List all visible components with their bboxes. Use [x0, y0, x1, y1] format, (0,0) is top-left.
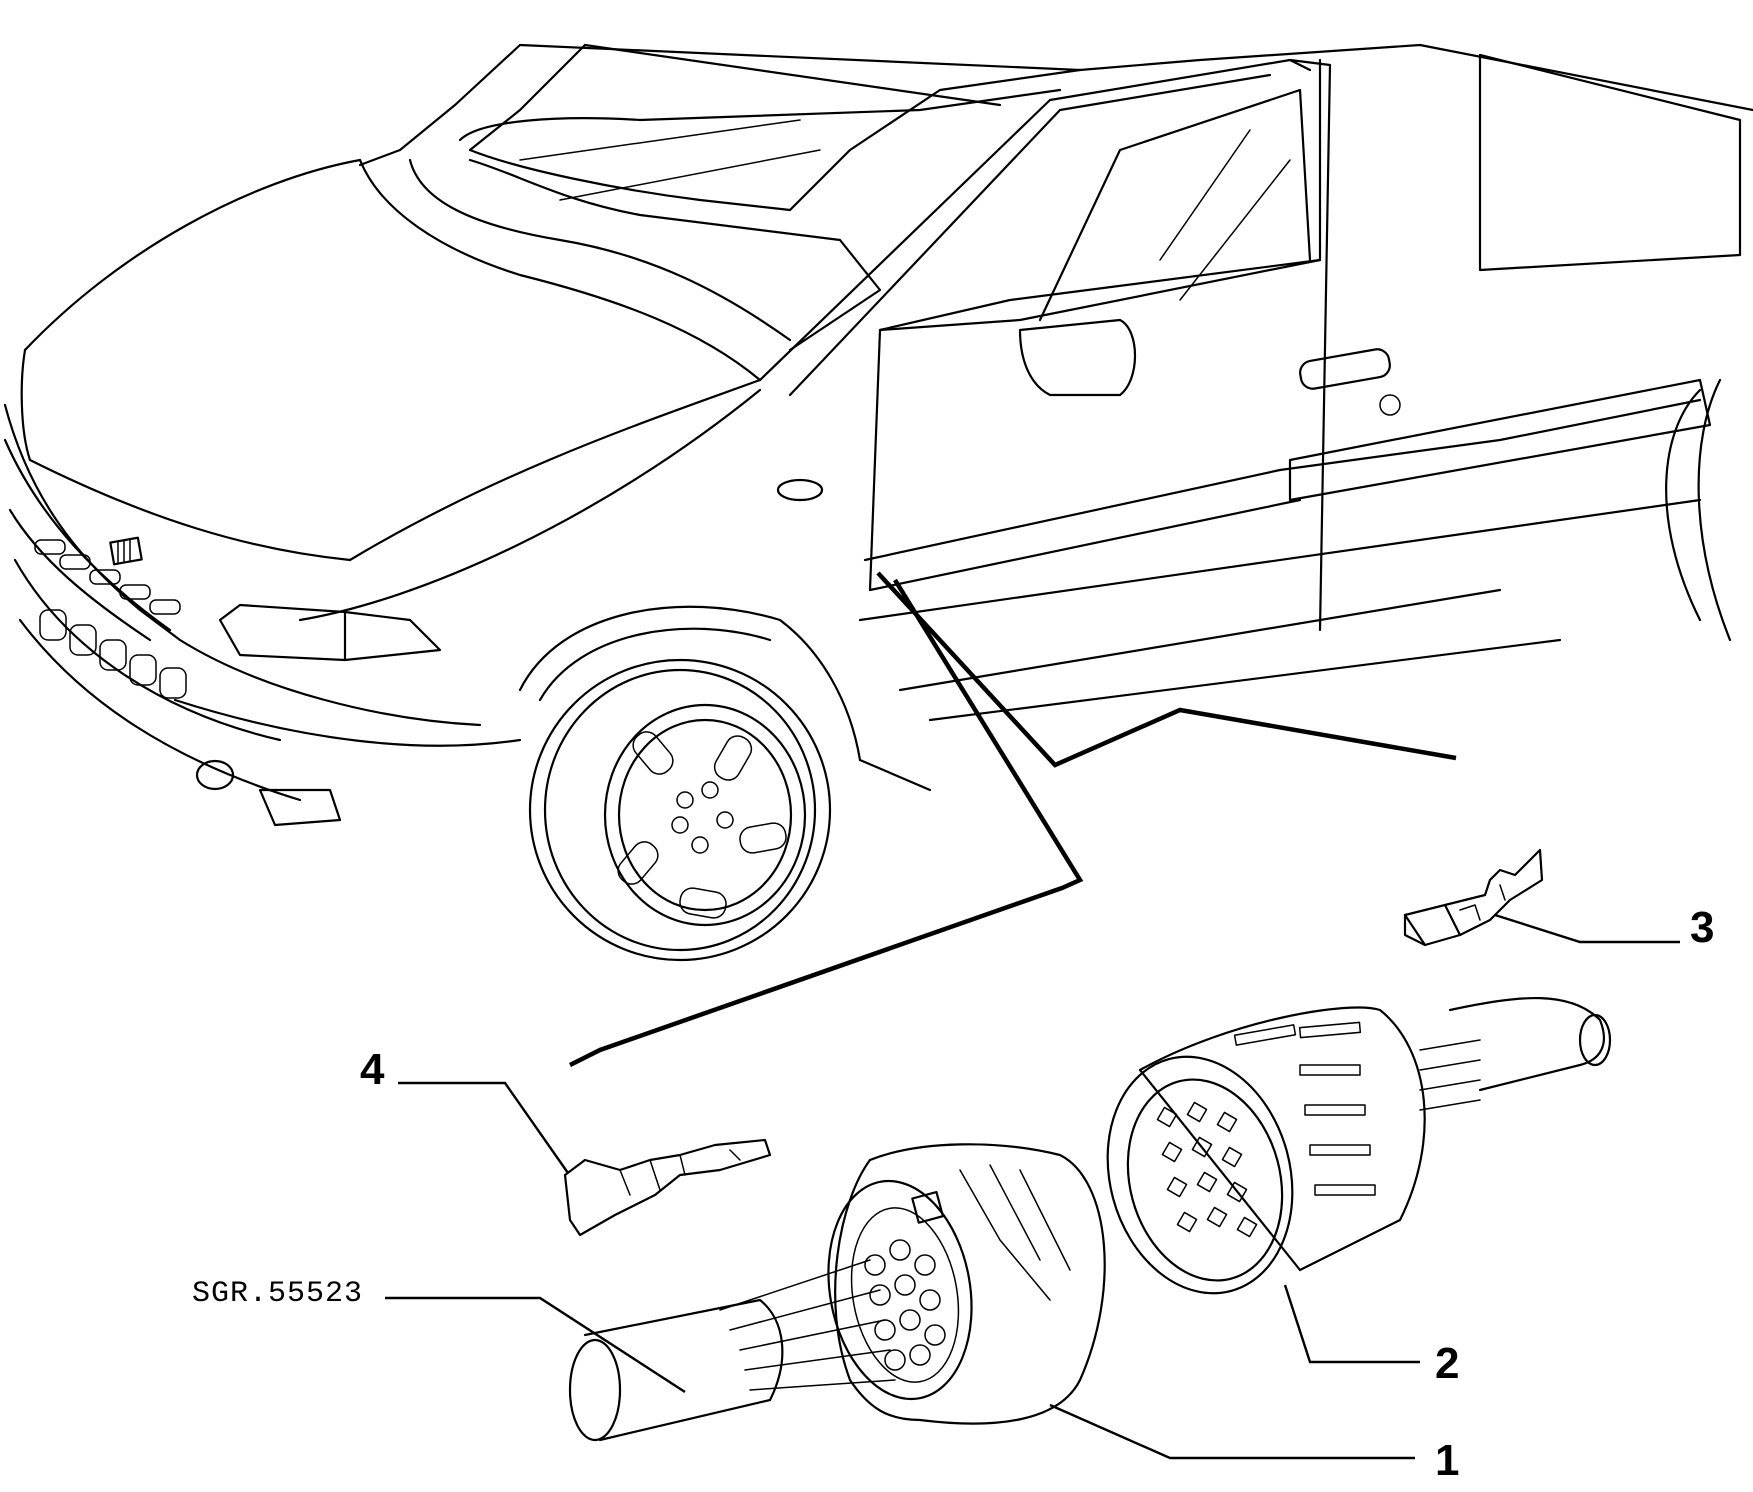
part-3-female-terminal [1403, 848, 1544, 947]
callout-4-label: 4 [360, 1045, 385, 1094]
callout-1-label: 1 [1435, 1436, 1459, 1485]
zoom-indicator-lines [568, 571, 1457, 1068]
part-2-connector-housing [1106, 996, 1612, 1295]
part-4-male-terminal [563, 1138, 772, 1237]
callout-leaders [385, 913, 1680, 1460]
part-1-connector-with-cable [568, 1143, 1106, 1442]
reference-code-label: SGR.55523 [192, 1277, 363, 1311]
car-illustration [3, 43, 1753, 962]
callout-3-label: 3 [1690, 903, 1714, 952]
callout-2-label: 2 [1435, 1339, 1459, 1388]
